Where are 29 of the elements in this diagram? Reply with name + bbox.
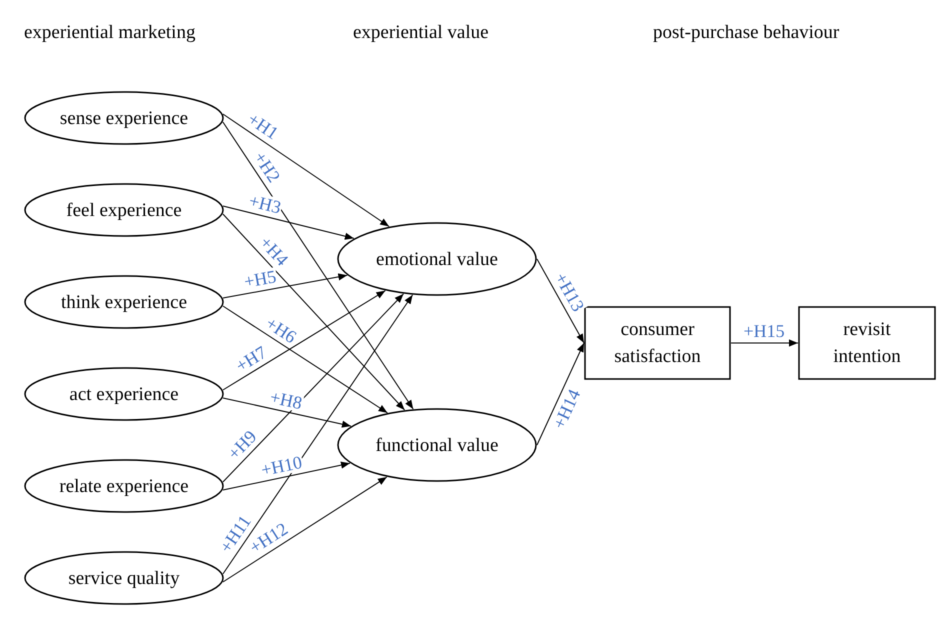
process-box: revisit intention xyxy=(798,306,936,380)
arrow xyxy=(222,398,352,428)
ellipse-node: functional value xyxy=(337,408,537,482)
ellipse-node: relate experience xyxy=(24,459,224,513)
arrow xyxy=(222,306,388,414)
arrow xyxy=(222,206,354,240)
column-heading: post-purchase behaviour xyxy=(653,22,840,44)
arrow xyxy=(222,290,386,390)
process-box: consumer satisfaction xyxy=(584,306,731,380)
arrow xyxy=(222,214,406,410)
ellipse-node: feel experience xyxy=(24,183,224,237)
ellipse-node: service quality xyxy=(24,551,224,605)
ellipse-node: think experience xyxy=(24,275,224,329)
arrow xyxy=(536,258,584,344)
arrow xyxy=(222,294,414,574)
arrow xyxy=(222,293,404,482)
arrow xyxy=(222,273,348,298)
arrow xyxy=(222,462,350,490)
column-heading: experiential value xyxy=(353,22,489,44)
arrow xyxy=(222,114,390,227)
arrow xyxy=(222,476,388,582)
ellipse-node: emotional value xyxy=(337,222,537,296)
arrow xyxy=(536,342,584,446)
edge-label: +H15 xyxy=(742,322,786,340)
arrow xyxy=(730,339,798,347)
ellipse-node: sense experience xyxy=(24,91,224,145)
column-heading: experiential marketing xyxy=(24,22,196,44)
ellipse-node: act experience xyxy=(24,367,224,421)
arrow xyxy=(222,122,414,410)
